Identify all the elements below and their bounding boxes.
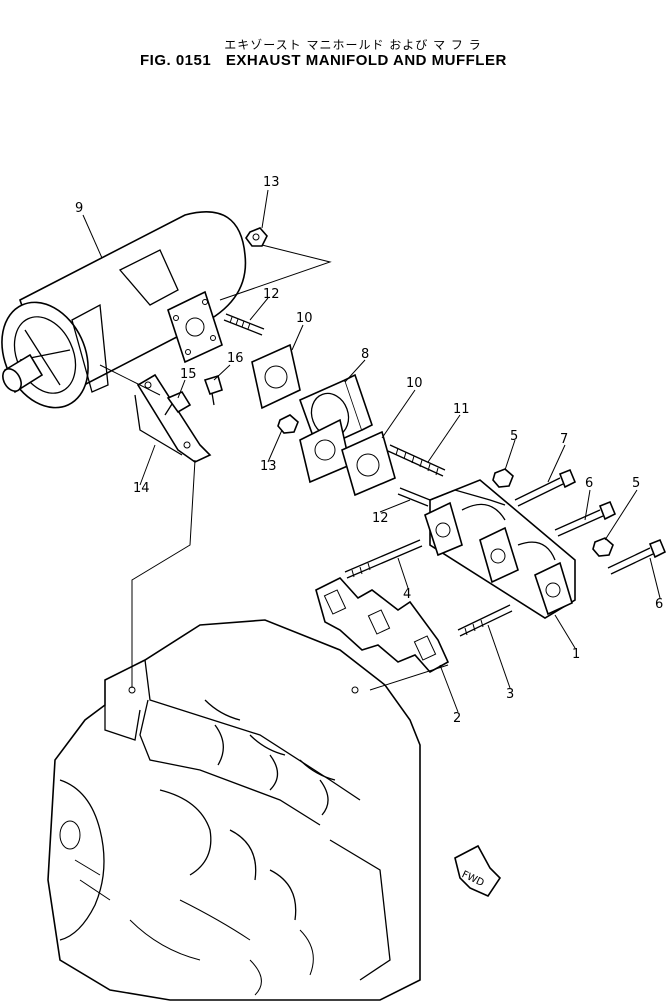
- exhaust-manifold: [424, 479, 576, 619]
- stud-12-lower: [397, 487, 431, 507]
- engine-block: [47, 619, 421, 1001]
- callout-4: 4: [403, 587, 411, 602]
- callout-10-lower: 10: [406, 376, 423, 391]
- callout-5-upper: 5: [510, 429, 518, 444]
- bracket-14: [134, 373, 212, 463]
- callout-13-lower: 13: [260, 459, 277, 474]
- figure-title-text: EXHAUST MANIFOLD AND MUFFLER: [225, 52, 507, 69]
- callout-12-lower: 12: [372, 511, 389, 526]
- callout-7: 7: [560, 432, 568, 447]
- manifold-gasket-2: [315, 577, 450, 674]
- callout-8: 8: [361, 347, 369, 362]
- stud-4: [344, 539, 423, 579]
- callout-9: 9: [75, 201, 83, 216]
- callout-10-upper: 10: [296, 311, 313, 326]
- bolt-7: [514, 468, 577, 507]
- gasket-10-lower: [341, 430, 396, 497]
- gasket-10-upper: [251, 343, 301, 410]
- nut-5-lower: [592, 537, 614, 557]
- figure-title: FIG. 0151 EXHAUST MANIFOLD AND MUFFLER: [140, 52, 517, 69]
- forward-arrow-icon: FWD: [454, 844, 502, 898]
- callout-3: 3: [506, 687, 514, 702]
- bolt-6-lower: [607, 538, 666, 575]
- callout-2: 2: [453, 711, 461, 726]
- stud-11: [387, 444, 446, 477]
- callout-16: 16: [227, 351, 244, 366]
- leader-muffler-to-bracket: [99, 364, 161, 396]
- figure-number: FIG. 0151: [140, 52, 212, 69]
- callout-12-upper: 12: [263, 287, 280, 302]
- leader-bracket-to-block: [131, 459, 196, 688]
- title-japanese: エキゾースト マニホールド および マ フ ラ: [224, 38, 482, 52]
- callout-6-lower: 6: [655, 597, 663, 612]
- stud-12-upper: [223, 313, 265, 336]
- bolt-6-upper: [554, 500, 617, 537]
- muffler: [1, 211, 247, 409]
- callout-13-upper: 13: [263, 175, 280, 190]
- callout-leaders: [82, 189, 661, 713]
- callout-1: 1: [572, 647, 580, 662]
- exhaust-pipe-8: [298, 373, 373, 484]
- nut-13-upper: [219, 227, 332, 301]
- stud-3: [457, 604, 513, 637]
- bolt-15: [164, 390, 192, 416]
- callout-15: 15: [180, 367, 197, 382]
- nut-5-upper: [492, 468, 514, 488]
- callout-6-upper: 6: [585, 476, 593, 491]
- callout-5-lower: 5: [632, 476, 640, 491]
- nut-13-lower: [277, 414, 299, 434]
- callout-11: 11: [453, 402, 470, 417]
- callout-14: 14: [133, 481, 150, 496]
- leader-gasket-to-block: [369, 664, 449, 691]
- bolt-16: [203, 374, 223, 406]
